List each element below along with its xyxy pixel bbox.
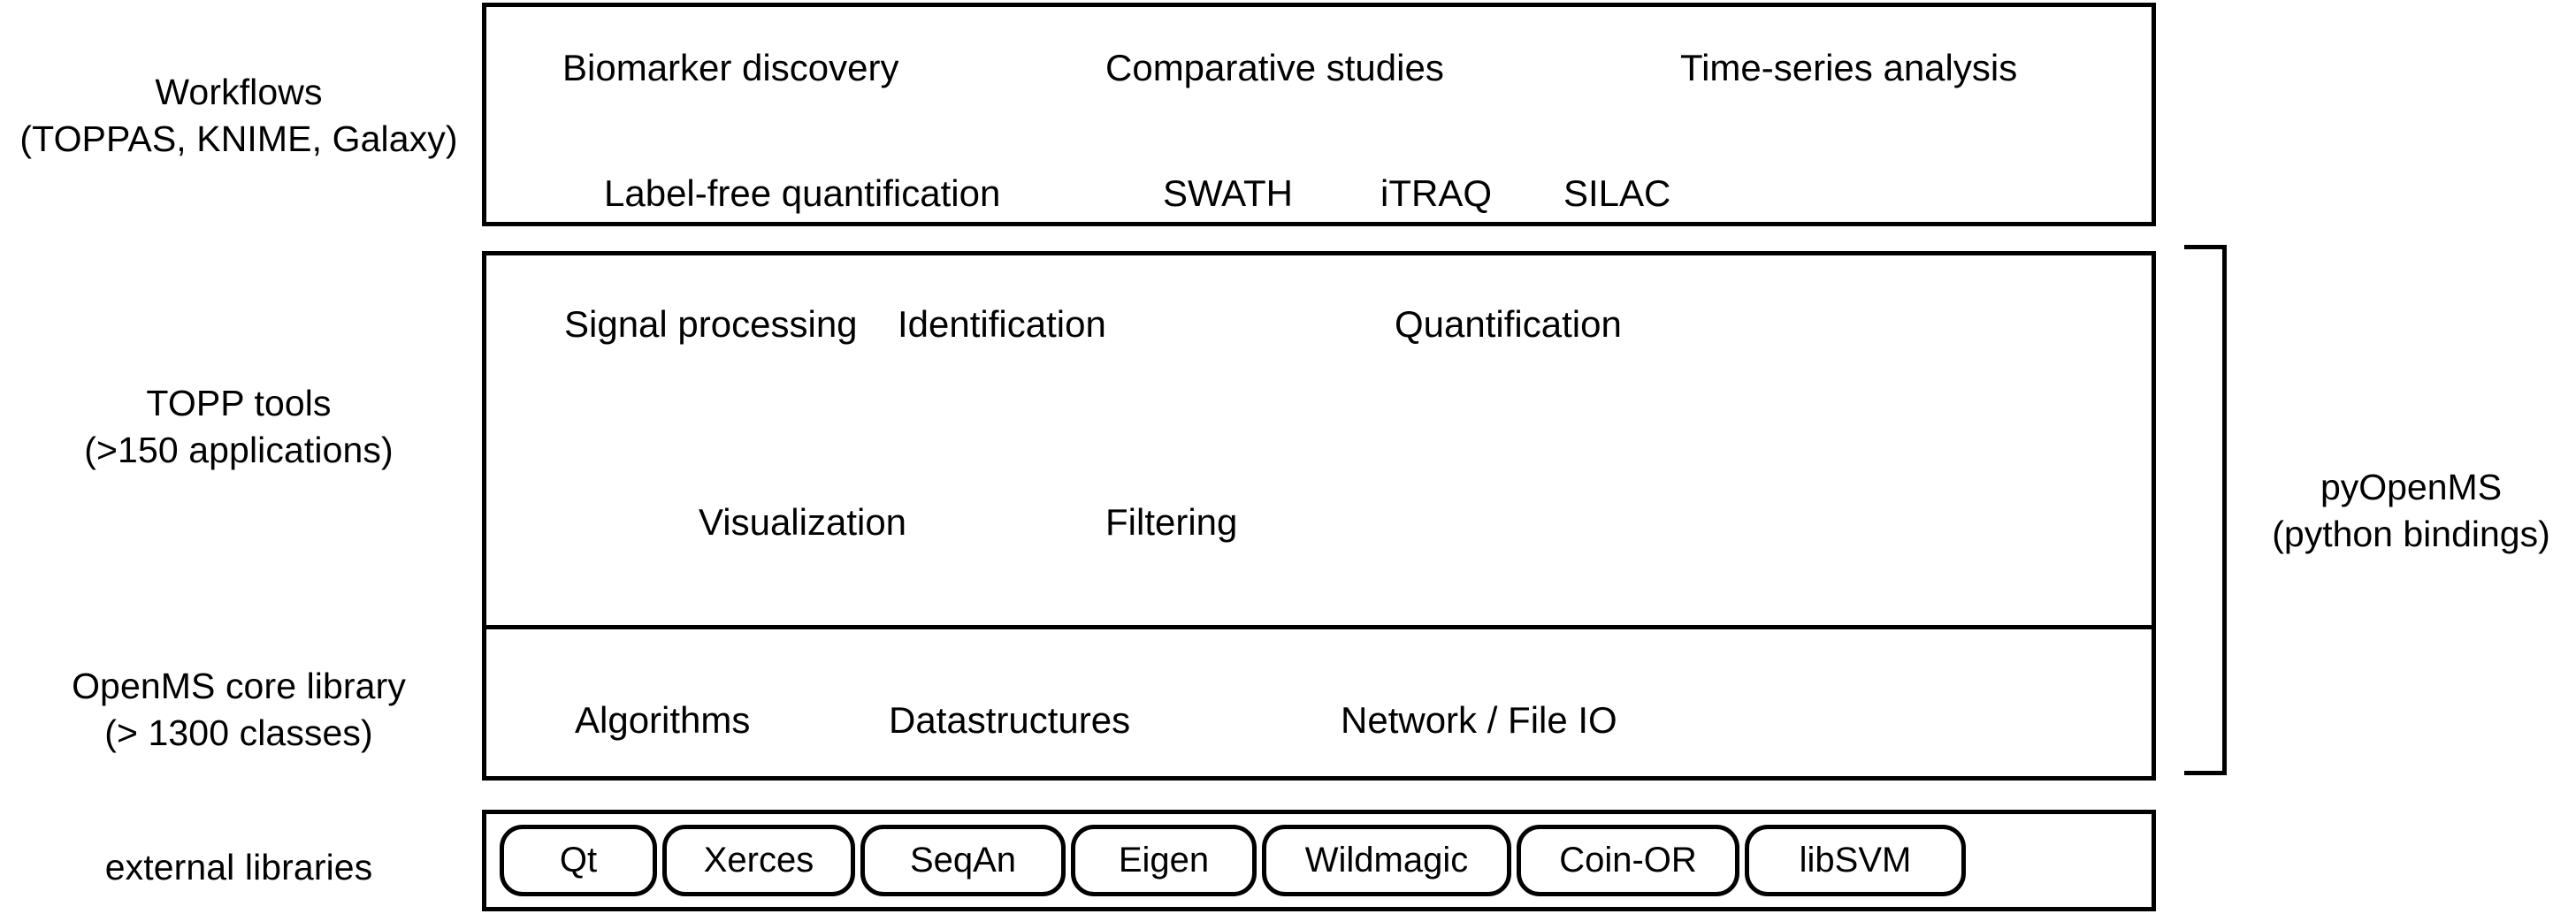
pyopenms-annotation-line1: pyOpenMS [2320, 467, 2503, 507]
external-library-pill-libsvm: libSVM [1745, 825, 1966, 896]
tier-label-core-library-line1: OpenMS core library [72, 666, 406, 706]
tier-label-external-libraries: external libraries [0, 844, 478, 891]
tier-label-workflows: Workflows (TOPPAS, KNIME, Galaxy) [0, 69, 478, 164]
tier-label-topp-tools-line1: TOPP tools [146, 383, 332, 423]
topp-item-filtering: Filtering [1105, 501, 1238, 543]
workflow-item-label-free-quantification: Label-free quantification [604, 172, 1001, 214]
pyopenms-annotation-label: pyOpenMS (python bindings) [2246, 464, 2576, 559]
external-library-pill-xerces: Xerces [662, 825, 855, 896]
tier-label-core-library-line2: (> 1300 classes) [104, 712, 373, 754]
tier-label-external-libraries-line1: external libraries [104, 847, 373, 887]
workflow-item-comparative-studies: Comparative studies [1105, 47, 1444, 88]
external-library-pill-row: Qt Xerces SeqAn Eigen Wildmagic Coin-OR … [500, 825, 2138, 896]
workflow-item-silac: SILAC [1563, 172, 1671, 214]
core-item-datastructures: Datastructures [889, 699, 1131, 741]
topp-item-quantification: Quantification [1395, 303, 1622, 345]
tier-label-core-library: OpenMS core library (> 1300 classes) [0, 663, 478, 758]
tier-label-workflows-line2: (TOPPAS, KNIME, Galaxy) [19, 118, 458, 160]
external-library-pill-qt: Qt [500, 825, 657, 896]
core-item-algorithms: Algorithms [575, 699, 751, 741]
external-library-pill-eigen: Eigen [1071, 825, 1257, 896]
workflows-box: Biomarker discovery Comparative studies … [482, 3, 2156, 226]
tier-label-topp-tools: TOPP tools (>150 applications) [0, 380, 478, 475]
tier-label-topp-tools-line2: (>150 applications) [84, 430, 394, 471]
pyopenms-bracket [2184, 245, 2227, 775]
external-library-pill-seqan: SeqAn [860, 825, 1066, 896]
topp-item-visualization: Visualization [699, 501, 907, 543]
workflow-item-itraq: iTRAQ [1380, 172, 1492, 214]
external-library-pill-coin-or: Coin-OR [1517, 825, 1739, 896]
workflow-item-time-series-analysis: Time-series analysis [1680, 47, 2018, 88]
tier-label-workflows-line1: Workflows [155, 72, 323, 112]
pyopenms-annotation-line2: (python bindings) [2272, 514, 2550, 555]
topp-item-identification: Identification [898, 303, 1106, 345]
workflow-item-swath: SWATH [1163, 172, 1293, 214]
divider-topp-tools-core-library [486, 625, 2152, 629]
topp-tools-and-core-library-box: Signal processing Identification Quantif… [482, 251, 2156, 781]
topp-item-signal-processing: Signal processing [564, 303, 858, 345]
core-item-network-file-io: Network / File IO [1341, 699, 1617, 741]
workflow-item-biomarker-discovery: Biomarker discovery [562, 47, 899, 88]
external-library-pill-wildmagic: Wildmagic [1262, 825, 1511, 896]
external-libraries-box: Qt Xerces SeqAn Eigen Wildmagic Coin-OR … [482, 810, 2156, 911]
